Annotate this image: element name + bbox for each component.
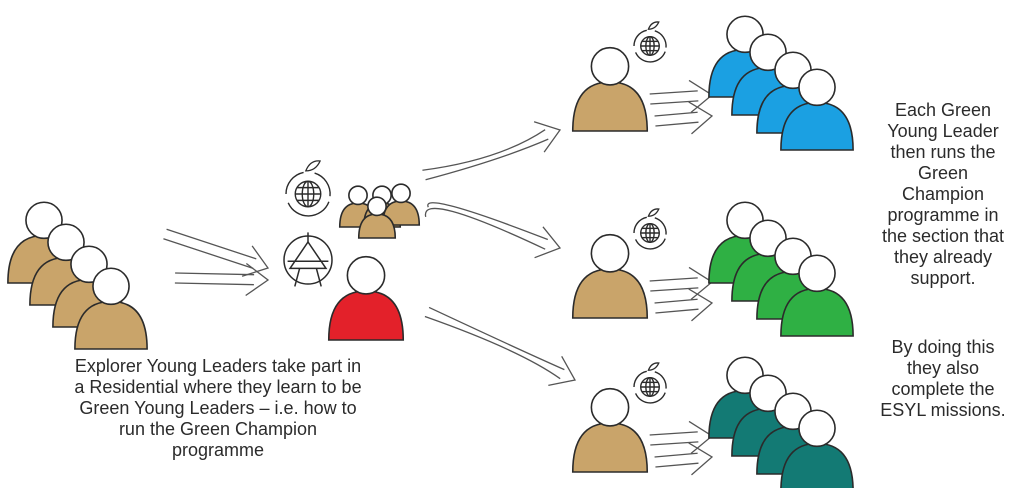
teal-section-member-4 bbox=[780, 409, 854, 488]
residential-group-person-4 bbox=[357, 196, 397, 239]
branch-1-globe-icon bbox=[633, 21, 667, 63]
arrow-to-branch-1 bbox=[422, 121, 562, 181]
explorer-leader-4 bbox=[74, 267, 148, 350]
scout-tent-icon bbox=[283, 232, 333, 287]
branch-1-arrow-bottom bbox=[654, 101, 714, 135]
branch-2-leader bbox=[571, 233, 649, 319]
branch-2-arrow-bottom bbox=[654, 288, 714, 322]
arrows-layer bbox=[163, 79, 714, 476]
arrow-to-branch-2 bbox=[424, 202, 562, 259]
arrow-to-branch-3 bbox=[424, 306, 577, 386]
branch-2-globe-icon bbox=[633, 208, 667, 250]
branch-1-leader bbox=[571, 46, 649, 132]
people-layer bbox=[7, 15, 854, 488]
icons-layer bbox=[283, 21, 667, 404]
branch-3-arrow-top bbox=[649, 420, 714, 454]
section-caption: Each Green Young Leader then runs the Gr… bbox=[881, 100, 1005, 288]
branch-1-arrow-top bbox=[649, 79, 714, 113]
missions-caption: By doing this they also complete the ESY… bbox=[880, 337, 1006, 420]
globe-cycle-icon bbox=[285, 160, 331, 217]
green-young-leader bbox=[327, 255, 405, 341]
arrow-to-residential-bottom bbox=[174, 263, 270, 297]
residential-caption: Explorer Young Leaders take part in a Re… bbox=[74, 356, 362, 460]
green-section-member-4 bbox=[780, 254, 854, 337]
branch-3-globe-icon bbox=[633, 362, 667, 404]
branch-2-arrow-top bbox=[649, 266, 714, 300]
blue-section-member-4 bbox=[780, 68, 854, 151]
branch-3-leader bbox=[571, 387, 649, 473]
branch-3-arrow-bottom bbox=[654, 442, 714, 476]
arrow-to-residential-top bbox=[163, 228, 270, 277]
